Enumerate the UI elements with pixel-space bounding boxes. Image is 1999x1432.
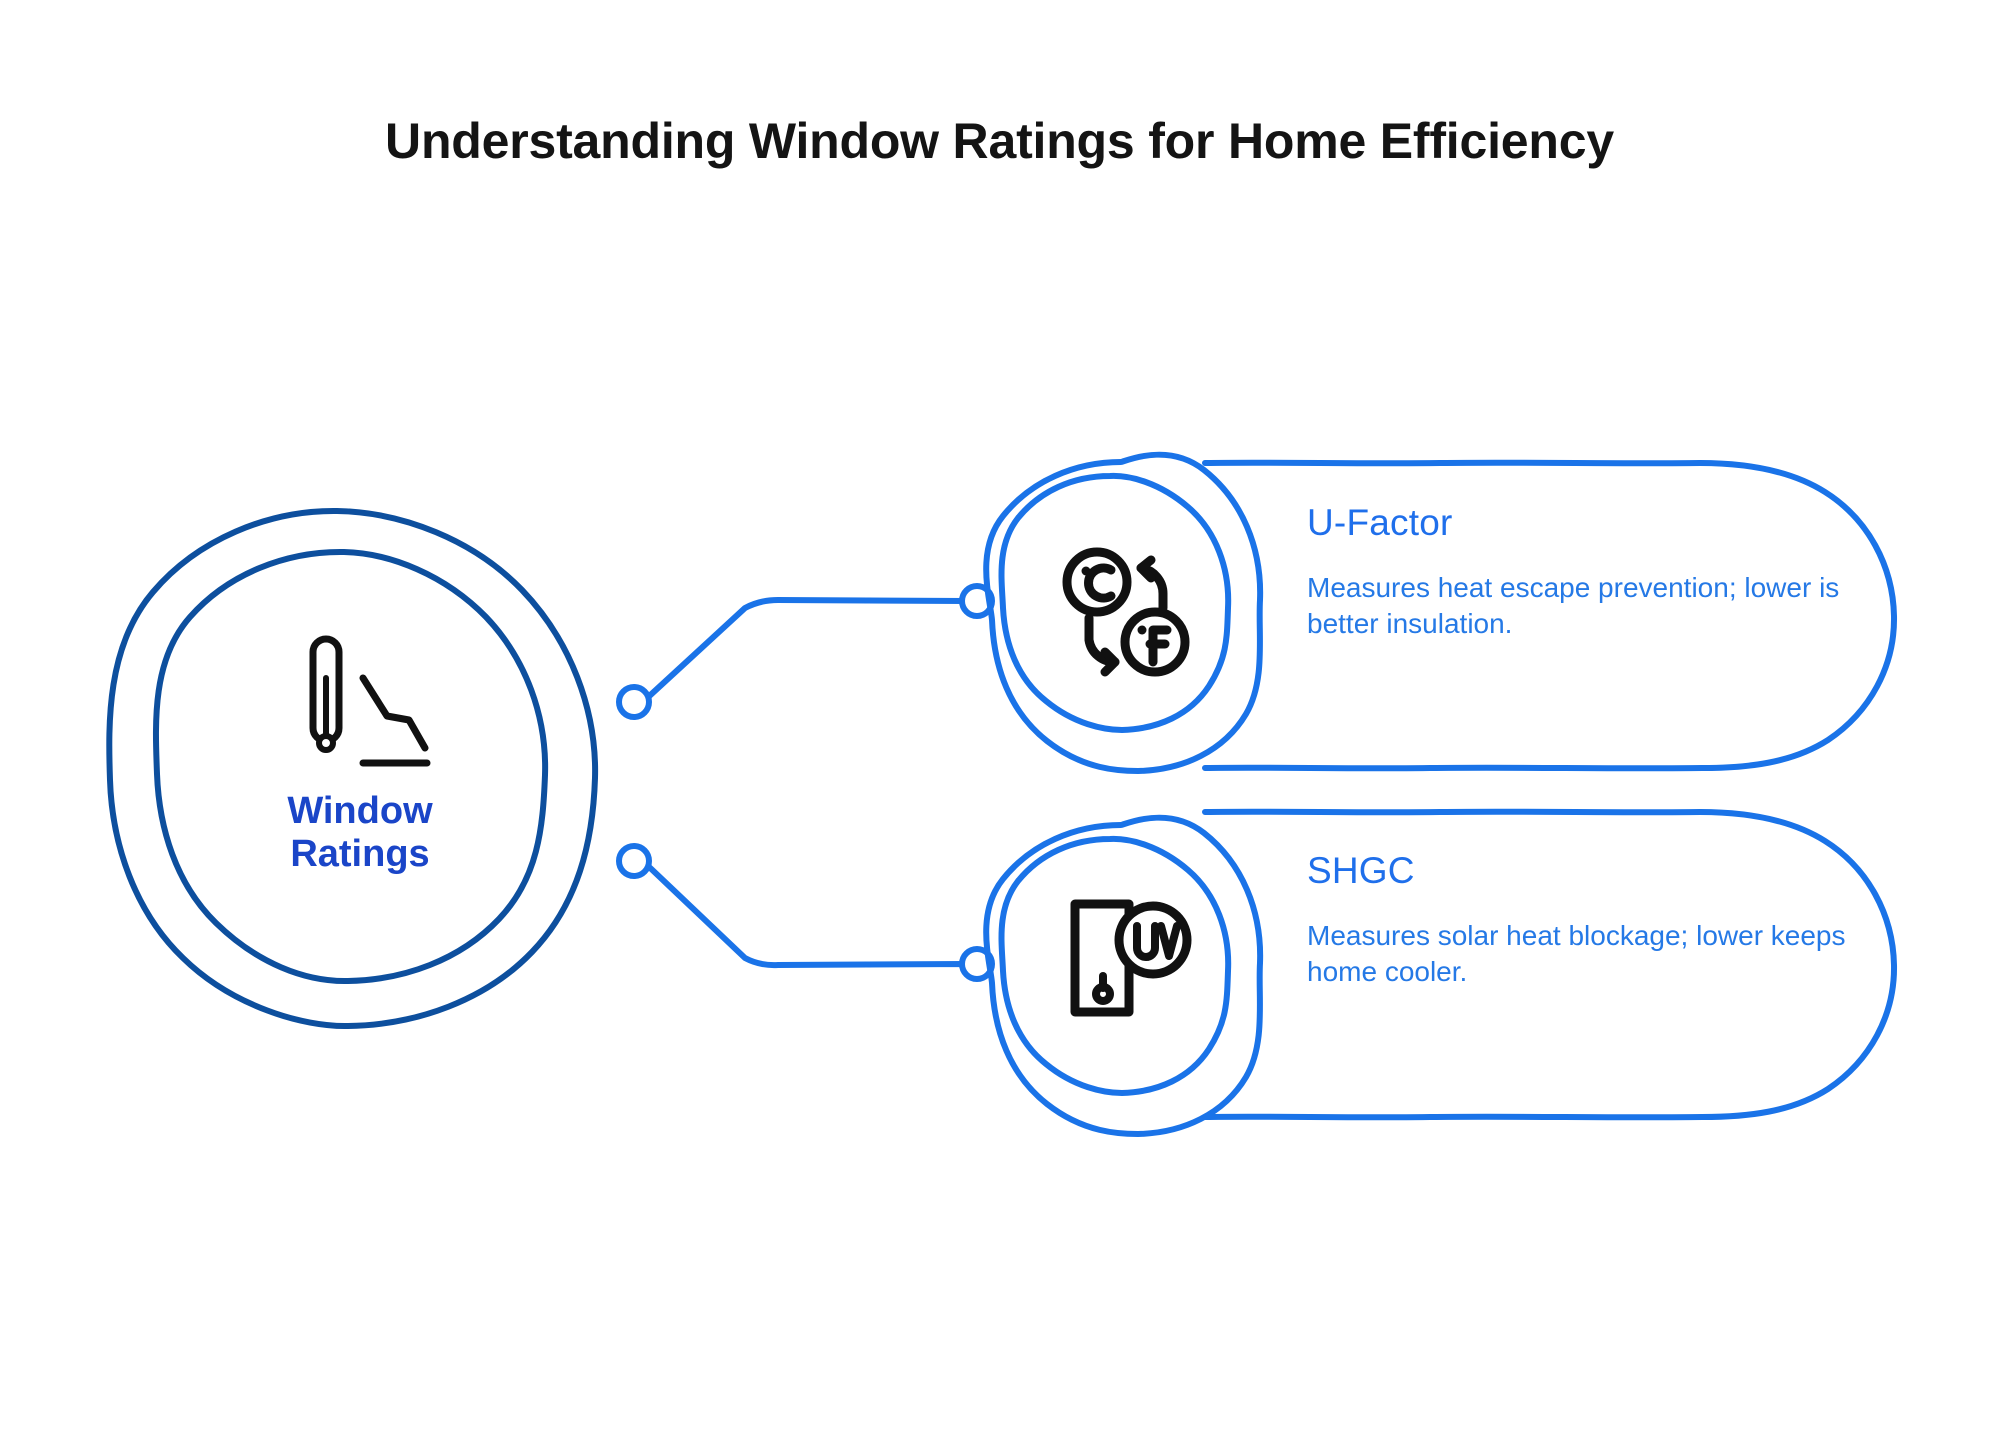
connector-endpoint-dot: [959, 583, 995, 619]
branch-title-shgc: SHGC: [1307, 850, 1415, 891]
central-node-circle[interactable]: [106, 507, 599, 1030]
central-node-label: Window Ratings: [150, 790, 570, 875]
connector-endpoint-dot: [616, 684, 652, 720]
branch-node-shgc[interactable]: [983, 814, 1264, 1138]
celsius-fahrenheit-conversion-icon: [1062, 547, 1190, 677]
branch-card-text-shgc: SHGC Measures solar heat blockage; lower…: [1307, 850, 1867, 990]
branch-description-shgc: Measures solar heat blockage; lower keep…: [1307, 920, 1846, 987]
connector-endpoint-dot: [616, 843, 652, 879]
branch-title-u-factor: U-Factor: [1307, 502, 1453, 543]
connector-endpoint-dot: [959, 946, 995, 982]
window-uv-blocking-icon: [1070, 899, 1192, 1017]
branch-node-u-factor[interactable]: [983, 451, 1264, 775]
central-node-label-line1: Window: [287, 790, 433, 832]
page-title: Understanding Window Ratings for Home Ef…: [385, 113, 1614, 169]
branch-description-u-factor: Measures heat escape prevention; lower i…: [1307, 572, 1840, 639]
connector-u-factor: [616, 583, 995, 720]
central-node-label-line2: Ratings: [290, 832, 430, 875]
thermometer-declining-chart-icon: [309, 635, 431, 767]
branch-card-text-u-factor: U-Factor Measures heat escape prevention…: [1307, 502, 1867, 642]
connector-shgc: [616, 843, 995, 982]
